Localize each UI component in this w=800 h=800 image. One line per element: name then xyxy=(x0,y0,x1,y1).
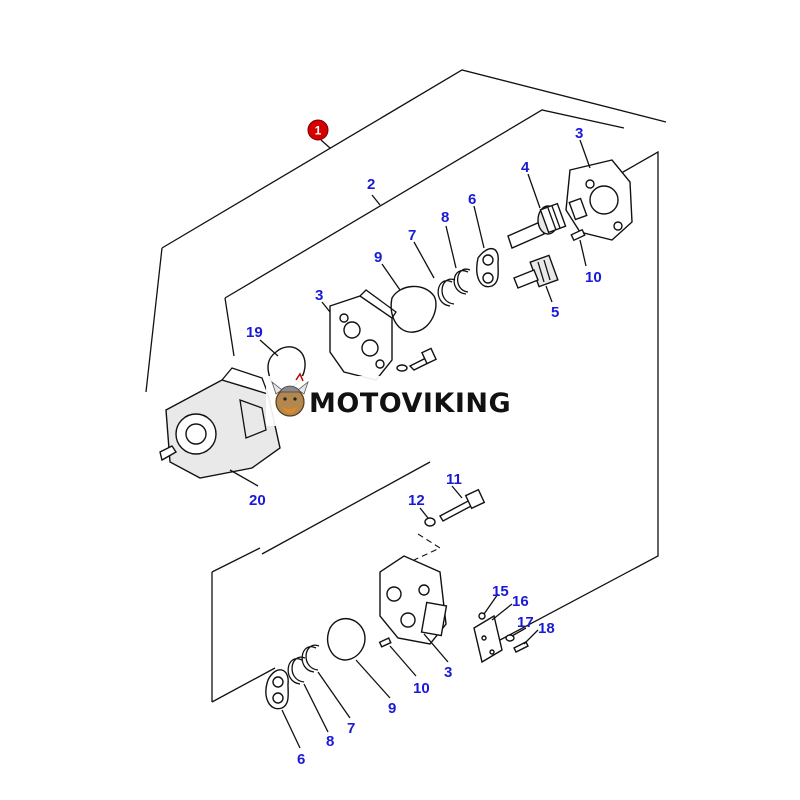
part-15-plug xyxy=(478,612,486,620)
watermark: MOTOVIKING xyxy=(266,372,536,426)
label-part-18: 18 xyxy=(538,620,555,637)
part-5-driven-gear xyxy=(513,254,559,289)
part-11-bolt xyxy=(439,488,486,522)
part-labels: 2 3 4 6 8 7 9 10 5 3 19 20 11 12 15 16 1… xyxy=(246,125,602,768)
assembly-number: 1 xyxy=(315,124,322,138)
label-part-4: 4 xyxy=(521,159,530,176)
part-7-seal-ring-bottom xyxy=(301,644,320,673)
part-17-washer xyxy=(505,634,515,642)
part-8-backup-ring-bottom xyxy=(287,656,306,685)
label-part-7-bottom: 7 xyxy=(347,720,355,737)
leader-lines xyxy=(229,139,591,749)
part-9-gasket xyxy=(390,285,437,333)
label-part-3-top: 3 xyxy=(575,125,583,142)
label-part-6-top: 6 xyxy=(468,191,476,208)
part-3-rear-housing xyxy=(379,555,448,645)
label-part-3-mid: 3 xyxy=(315,287,323,304)
part-7-seal-ring xyxy=(437,278,456,307)
part-18-screw xyxy=(513,641,529,653)
assembly-badge: 1 xyxy=(307,119,329,141)
part-6-bushing-plate xyxy=(476,248,499,288)
part-9-gasket-bottom xyxy=(326,618,366,661)
bolt-leader xyxy=(413,533,442,561)
label-part-10-top: 10 xyxy=(585,269,602,286)
part-20-pump-body xyxy=(159,367,281,479)
label-part-2: 2 xyxy=(367,176,375,193)
viking-logo-icon xyxy=(271,372,309,417)
label-part-9-top: 9 xyxy=(374,249,382,266)
label-part-9-bottom: 9 xyxy=(388,700,396,717)
part-3-front-plate xyxy=(565,159,633,241)
part-4-drive-shaft xyxy=(507,202,567,249)
label-part-16: 16 xyxy=(512,593,529,610)
label-part-5: 5 xyxy=(551,304,559,321)
part-10-dowel-pin-bottom xyxy=(378,637,392,648)
watermark-brand: MOTOVIKING xyxy=(309,388,511,419)
part-10-dowel-pin xyxy=(570,228,586,242)
label-part-15: 15 xyxy=(492,583,509,600)
label-part-12: 12 xyxy=(408,492,425,509)
label-part-3-bottom: 3 xyxy=(444,664,452,681)
label-part-17: 17 xyxy=(517,614,534,631)
label-part-20: 20 xyxy=(249,492,266,509)
mid-bolt-washer xyxy=(396,347,437,372)
watermark-background xyxy=(266,376,536,426)
assembly-brackets xyxy=(145,69,667,703)
label-part-7-top: 7 xyxy=(408,227,416,244)
part-3-gear-housing xyxy=(329,289,397,381)
label-part-19: 19 xyxy=(246,324,263,341)
label-part-8-top: 8 xyxy=(441,209,449,226)
label-part-10-bottom: 10 xyxy=(413,680,430,697)
part-6-bushing-plate-bottom xyxy=(265,669,289,710)
label-part-8-bottom: 8 xyxy=(326,733,334,750)
part-8-backup-ring xyxy=(453,268,471,295)
part-12-washer xyxy=(424,517,436,527)
label-part-11: 11 xyxy=(446,471,462,488)
label-part-6-bottom: 6 xyxy=(297,751,305,768)
part-16-cover-plate xyxy=(473,614,503,664)
